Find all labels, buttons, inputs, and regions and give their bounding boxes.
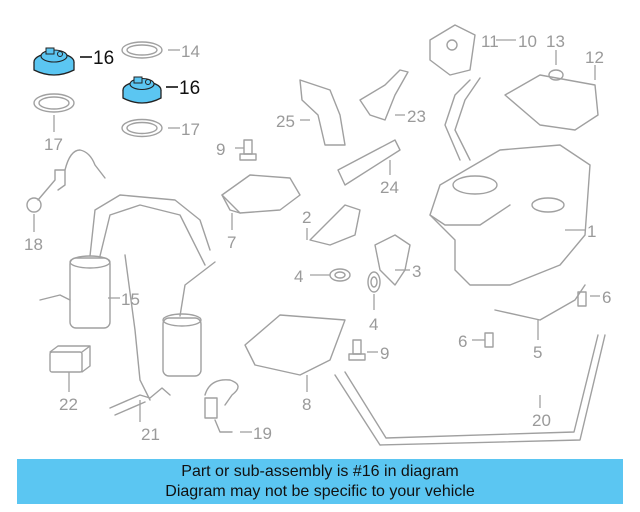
part-5-line <box>494 284 586 321</box>
callout-15: 15 <box>121 290 140 309</box>
callout-11: 11 <box>481 32 499 51</box>
leader-lines <box>33 39 600 433</box>
part-4-grommet-lower <box>367 271 381 293</box>
callout-4-upper: 4 <box>294 267 303 286</box>
callout-1: 1 <box>587 222 596 241</box>
part-16-flange-left <box>33 47 75 76</box>
banner-line-part: Part or sub-assembly is #16 in diagram <box>181 462 459 480</box>
callout-17-left: 17 <box>44 135 63 154</box>
callout-13: 13 <box>546 32 565 51</box>
callout-23: 23 <box>407 107 426 126</box>
callout-20: 21 <box>141 425 160 444</box>
part-6-bolt-lower <box>484 332 494 348</box>
part-17-seal-left <box>33 93 75 113</box>
callout-7: 7 <box>227 233 236 252</box>
callout-14: 14 <box>181 42 200 61</box>
part-15-pump-module <box>39 194 216 401</box>
part-21-control-module <box>49 345 91 373</box>
part-22-fuel-line <box>334 334 606 446</box>
part-11-filler-neck <box>429 24 476 76</box>
part-16-flange-right <box>122 76 162 104</box>
callout-22: 20 <box>532 411 551 430</box>
callout-17-right: 17 <box>181 120 200 139</box>
callout-16-left: 16 <box>93 48 114 69</box>
part-13-cap <box>548 69 564 81</box>
part-25-bracket <box>299 79 346 146</box>
part-7-heat-shield <box>221 174 301 214</box>
callout-5: 5 <box>533 343 542 362</box>
part-1-fuel-tank <box>429 144 591 286</box>
callout-6-right: 6 <box>602 288 611 307</box>
callout-18: 18 <box>24 235 43 254</box>
part-9-bolt-lower <box>348 339 366 361</box>
callout-2: 2 <box>302 208 311 227</box>
part-17-seal-right <box>121 118 163 138</box>
callout-9-upper: 9 <box>216 140 225 159</box>
part-9-bolt-upper <box>239 139 257 161</box>
part-4-grommet-upper <box>329 268 351 282</box>
info-banner: Part or sub-assembly is #16 in diagram D… <box>17 459 623 504</box>
part-8-tank-shield <box>244 314 346 376</box>
callout-16-right: 16 <box>179 78 200 99</box>
part-19-sensor-wire <box>204 379 239 433</box>
part-24-rail <box>337 139 401 186</box>
part-18-level-sender <box>26 149 106 213</box>
part-3-bracket <box>374 234 411 286</box>
part-23-bracket <box>359 69 409 121</box>
callout-4-lower: 4 <box>369 315 378 334</box>
callout-25: 25 <box>276 112 295 131</box>
part-filler-pipe <box>444 77 481 161</box>
callout-19: 19 <box>253 424 272 443</box>
part-2-bracket <box>309 204 361 246</box>
parts-diagram: 16 16 14 17 17 18 15 22 21 19 7 9 9 8 25… <box>24 24 611 446</box>
callout-12: 12 <box>585 48 604 67</box>
callout-21: 22 <box>59 395 78 414</box>
callout-6-lower: 6 <box>458 332 467 351</box>
callout-8: 8 <box>302 395 311 414</box>
callout-9-lower: 9 <box>380 344 389 363</box>
banner-line-disclaimer: Diagram may not be specific to your vehi… <box>165 482 475 500</box>
part-6-bolt-right <box>577 291 587 307</box>
part-14-lock-ring <box>121 41 163 59</box>
part-12-filler <box>504 74 599 131</box>
callout-24: 24 <box>380 178 399 197</box>
callout-3: 3 <box>412 262 421 281</box>
callout-10: 10 <box>518 32 537 51</box>
